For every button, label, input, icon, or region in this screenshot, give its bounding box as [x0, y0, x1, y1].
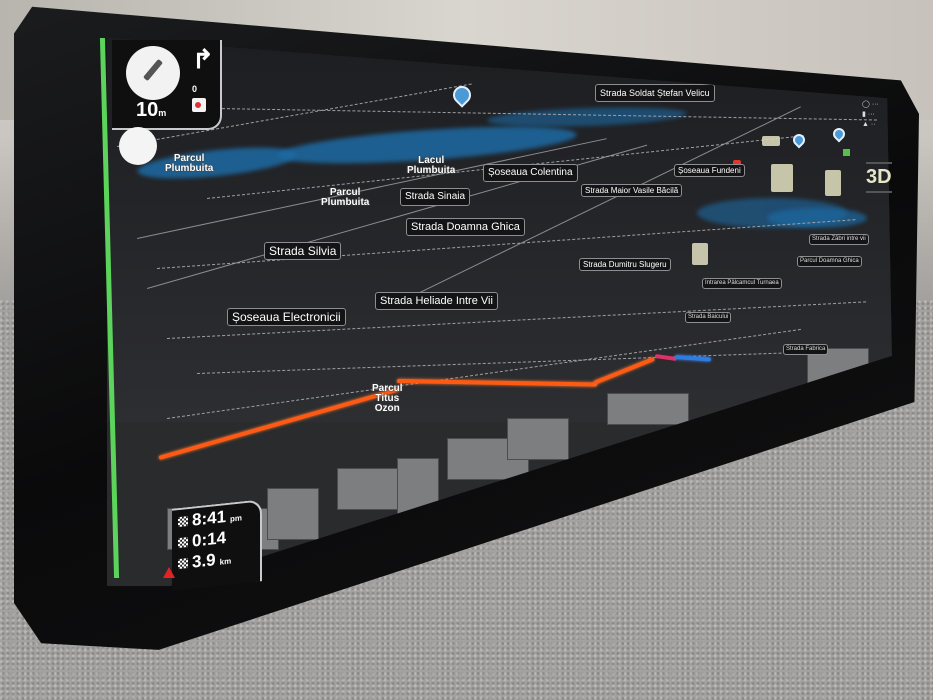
trip-info-panel[interactable]: 8:41 pm 0:14 3.9 km	[172, 499, 262, 591]
distance-flag-icon	[178, 558, 188, 570]
3d-building	[607, 393, 689, 425]
secondary-distance: 0	[192, 84, 198, 94]
poi-marker[interactable]	[771, 164, 793, 192]
recenter-button[interactable]	[119, 127, 157, 165]
maneuver-panel[interactable]: 10m ↱ 0	[112, 40, 222, 130]
menu-icon[interactable]: ▮ ···	[862, 111, 875, 118]
poi-marker[interactable]	[692, 243, 708, 265]
warning-triangle-icon[interactable]	[163, 567, 175, 578]
arrival-time: 8:41	[192, 507, 227, 530]
right-control-strip: ◯ ··· ▮ ··· ▲ ··	[862, 100, 892, 240]
street-label: Parcul Doamna Ghica	[797, 256, 862, 267]
street-label: Strada Soldat Ștefan Velicu	[595, 84, 715, 102]
street-label: Strada Dumitru Slugeru	[579, 258, 671, 271]
green-poi-marker[interactable]	[843, 149, 850, 156]
street-label: Intrarea Pâlcamcul Turnaea	[702, 278, 782, 289]
street-label: Șoseaua Fundeni	[674, 164, 745, 177]
street-label: Strada Doamna Ghica	[406, 218, 525, 236]
street-label: Strada Sinaia	[400, 188, 471, 206]
3d-building	[267, 488, 319, 540]
view-toggle-3d-button[interactable]: 3D	[866, 162, 892, 193]
poi-marker[interactable]	[762, 136, 780, 146]
clock-flag-icon	[178, 537, 188, 549]
street-label: Strada Maior Vasile Băcilă	[581, 184, 683, 197]
street-label: Strada Silvia	[264, 242, 342, 260]
zoom-icon[interactable]: ◯ ···	[862, 101, 879, 108]
street-label: Șoseaua Colentina	[483, 164, 578, 182]
turn-right-arrow-icon: ↱	[192, 44, 214, 74]
3d-building	[337, 468, 399, 510]
maneuver-distance: 10m	[136, 100, 166, 123]
street-label: Strada Zăbri intre vii	[809, 234, 869, 245]
volume-icon[interactable]: ▲ ··	[862, 121, 876, 128]
compass-icon[interactable]	[126, 46, 180, 100]
street-label: Șoseaua Electronicii	[227, 308, 346, 326]
poi-marker[interactable]	[825, 170, 841, 196]
3d-building	[507, 418, 569, 460]
compass-needle	[142, 58, 164, 82]
street-label: Strada Heliade Intre Vii	[375, 292, 498, 310]
remaining-time: 0:14	[192, 528, 227, 551]
distance-unit: m	[158, 108, 167, 118]
remaining-distance: 3.9	[192, 550, 216, 572]
distance-value: 10	[136, 99, 159, 121]
water-lake	[767, 208, 867, 228]
speed-camera-icon	[192, 98, 206, 112]
distance-unit: km	[219, 556, 232, 567]
street-label: Strada Baicului	[685, 312, 732, 323]
arrival-suffix: pm	[230, 513, 243, 524]
checkered-flag-icon	[178, 516, 188, 528]
street-label: Strada Fabrica	[783, 344, 829, 355]
